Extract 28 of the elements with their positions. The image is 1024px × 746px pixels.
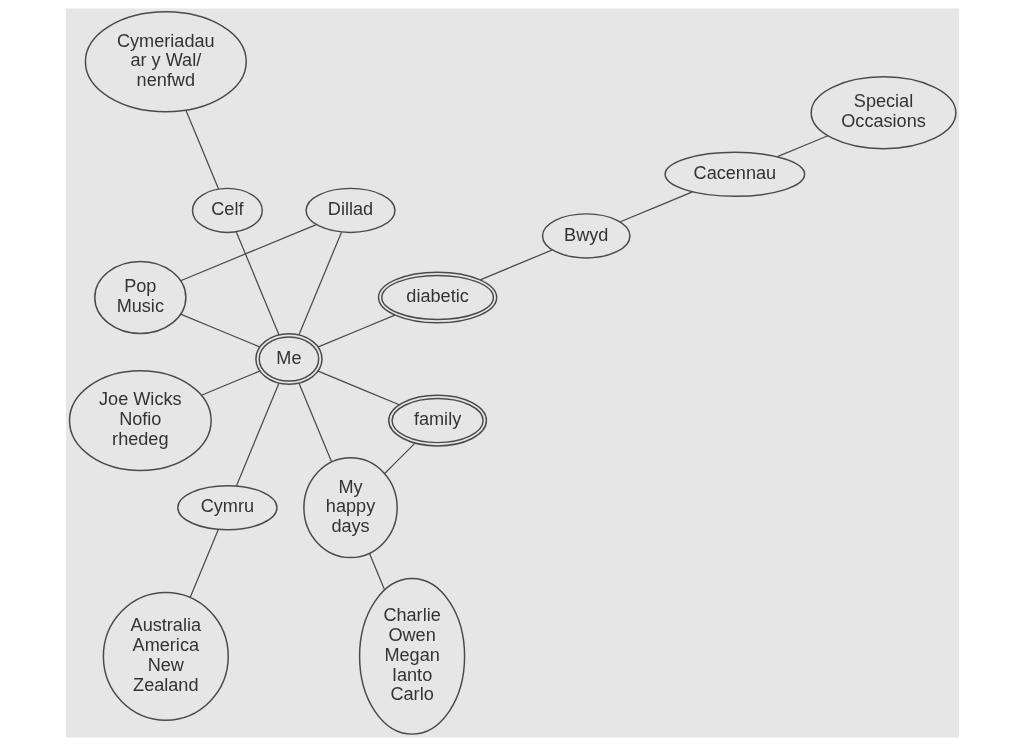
node-ellipse: Celf [191,187,263,234]
connector [317,370,400,406]
connector [179,223,317,282]
node-circle: Australia America New Zealand [102,591,229,721]
node-ellipse: Charlie Owen Megan Ianto Carlo [358,577,465,735]
node-ellipse: Dillad [304,187,396,234]
node-ellipse: Bwyd [541,213,631,259]
connector [235,382,280,487]
connector [317,314,395,348]
connector [297,231,342,336]
connector [479,249,553,281]
connector [235,231,280,336]
node-circle: My happy days [302,457,398,559]
connector [619,191,693,223]
connector [200,370,260,396]
node-ellipse: Cacennau [663,151,805,198]
connector [368,552,385,591]
node-ellipse: Pop Music [93,260,187,335]
node-ellipse: Cymru [176,484,278,531]
node-ellipse: Special Occasions [809,76,957,150]
connector [184,109,219,190]
connector [297,382,332,463]
connector [189,529,219,598]
connector [776,135,828,158]
connector [383,442,416,475]
connector [179,313,260,348]
node-ellipse: Joe Wicks Nofio rhedeg [68,369,212,472]
node-ellipse: Cymeriadau ar y Wal/ nenfwd [84,11,247,113]
